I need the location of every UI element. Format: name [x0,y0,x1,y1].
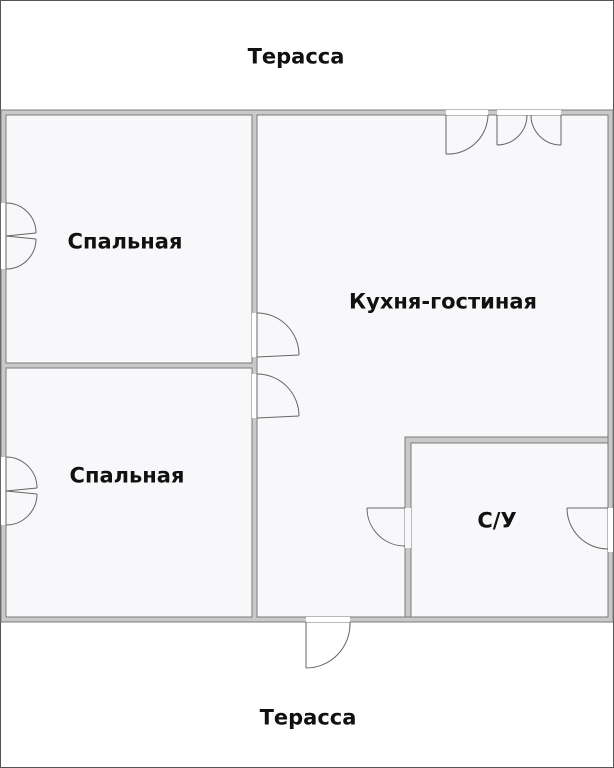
door-bedroom-top [252,312,300,358]
window-bedroom-top [1,202,37,270]
label-kitchen-living: Кухня-гостиная [348,289,538,314]
label-bedroom-bottom: Спальная [69,463,185,488]
label-terrace-top: Терасса [247,44,345,69]
door-bathroom [366,507,411,548]
bathroom-floor [410,442,609,618]
window-kitchen-top [496,110,562,146]
window-bedroom-bottom [1,456,38,526]
window-bathroom [566,507,613,552]
door-terrace-bottom [305,617,351,669]
terrace-bottom-area [1,622,613,767]
bedroom-bottom-floor [5,367,253,618]
label-bathroom: С/У [477,508,517,533]
terrace-top-area [1,1,613,110]
label-terrace-bottom: Терасса [259,705,357,730]
door-terrace-top [445,110,489,155]
label-bedroom-top: Спальная [67,229,183,254]
bedroom-top-floor [5,114,253,364]
door-bedroom-bottom [252,373,300,419]
